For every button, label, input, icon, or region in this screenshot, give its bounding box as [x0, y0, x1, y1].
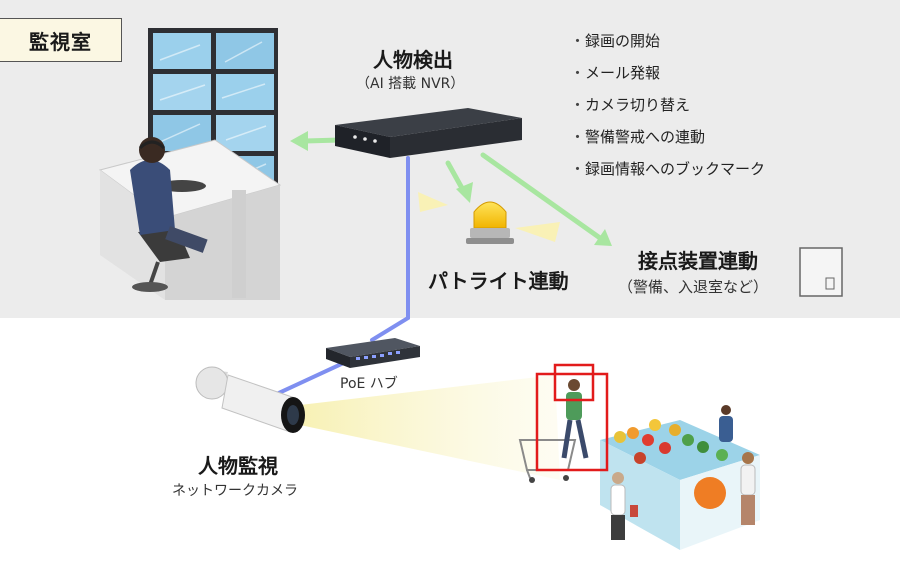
other-shoppers	[610, 405, 756, 540]
operator-figure	[130, 137, 208, 292]
contact-subtitle: （警備、入退室など）	[618, 278, 769, 296]
nvr-subtitle: （AI 搭載 NVR）	[356, 76, 465, 92]
cable-hub-to-camera	[266, 358, 352, 400]
poe-hub-device	[326, 338, 420, 368]
detection-box-person	[535, 372, 609, 472]
action-item: カメラ切り替え	[570, 94, 765, 126]
camera-title: 人物監視	[198, 454, 278, 478]
room-label: 監視室	[0, 18, 122, 62]
shopper-person	[561, 379, 589, 459]
contact-title: 接点装置連動	[638, 249, 758, 273]
action-item: 録画の開始	[570, 30, 765, 62]
arrow-to-monitors	[290, 131, 308, 151]
arrow-to-contact	[594, 229, 612, 246]
action-item: 警備警戒への連動	[570, 126, 765, 158]
nvr-title: 人物検出	[373, 48, 453, 72]
cable-nvr-to-hub	[370, 156, 410, 342]
nvr-device	[335, 108, 522, 158]
contact-device	[799, 247, 843, 297]
produce-stand	[600, 419, 760, 550]
network-cables	[266, 156, 410, 400]
patlite-label: パトライト連動	[428, 269, 569, 293]
signal-arrows	[290, 131, 612, 246]
detection-box-face	[553, 363, 595, 402]
network-camera	[195, 366, 305, 433]
poe-hub-label: PoE ハブ	[340, 376, 398, 392]
camera-subtitle: ネットワークカメラ	[172, 483, 298, 499]
detection-boxes	[535, 363, 609, 472]
camera-view-cone	[300, 375, 560, 480]
action-item: 録画情報へのブックマーク	[570, 158, 765, 190]
arrow-to-patlite	[456, 182, 473, 203]
action-item: メール発報	[570, 62, 765, 94]
action-list: 録画の開始 メール発報 カメラ切り替え 警備警戒への連動 録画情報へのブックマー…	[570, 30, 765, 190]
patlite-beacon	[418, 192, 560, 244]
